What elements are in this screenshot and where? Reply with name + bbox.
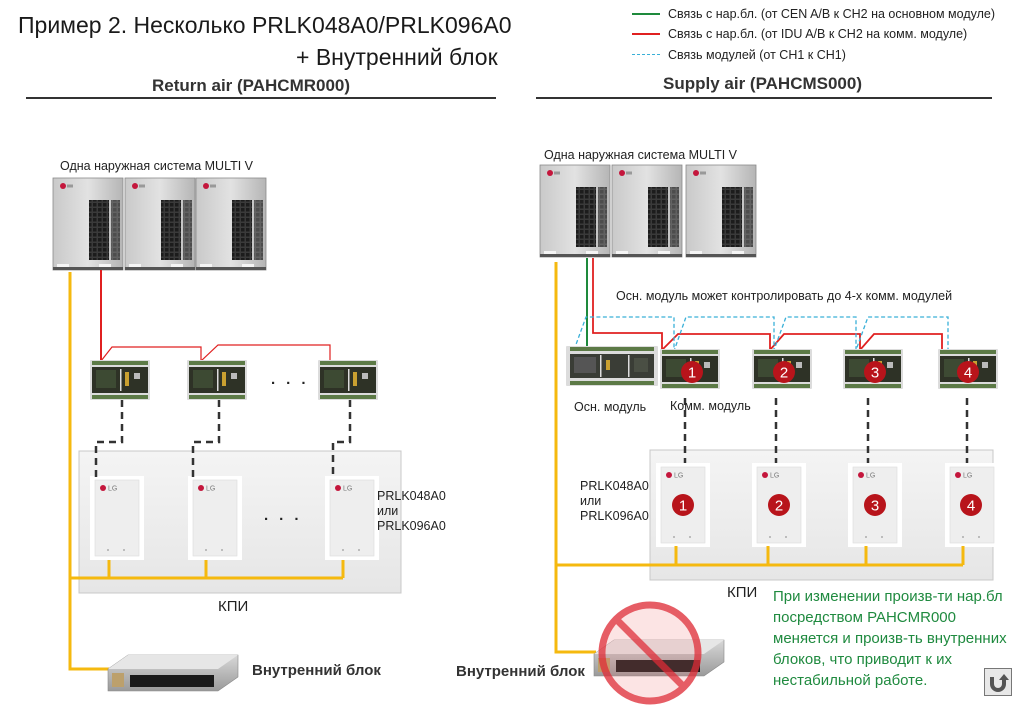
warning-line: меняется и произв-ть внутренних <box>773 630 1007 647</box>
outdoor-unit-right-1 <box>539 164 611 258</box>
page-title: Пример 2. Несколько PRLK048A0/PRLK096A0 <box>18 12 512 38</box>
comm-module-badge-4: 4 <box>957 361 979 383</box>
legend-item-green: Связь с нар.бл. (от CEN A/B к CH2 на осн… <box>632 4 995 23</box>
model-name: PRLK096A0 <box>580 509 649 523</box>
red-line-swatch <box>632 32 660 35</box>
return-button[interactable] <box>984 668 1012 696</box>
kpi-label-left: КПИ <box>218 598 249 615</box>
red-signal-line-right <box>592 258 943 353</box>
dashed-link-left <box>94 400 352 478</box>
badge-number: 2 <box>780 365 788 382</box>
kpi-unit-left-2 <box>187 475 243 561</box>
model-label-right: PRLK048A0 или PRLK096A0 <box>580 479 649 524</box>
indoor-unit-label-left: Внутренний блок <box>252 662 381 679</box>
model-name: PRLK048A0 <box>580 479 649 493</box>
outdoor-unit-left-2 <box>124 177 196 271</box>
return-air-title: Return air (PAHCMR000) <box>152 76 351 95</box>
power-line-right <box>554 262 965 654</box>
cyan-dashed-swatch <box>632 54 660 55</box>
green-line-swatch <box>632 12 660 15</box>
prohibited-icon <box>598 601 702 705</box>
legend-item-red: Связь с нар.бл. (от IDU A/B к CH2 на ком… <box>632 23 995 44</box>
kpi-unit-left-3 <box>324 475 380 561</box>
outdoor-unit-right-2 <box>611 164 683 258</box>
comm-module-badge-2: 2 <box>773 361 795 383</box>
kpi-label-right: КПИ <box>727 584 758 601</box>
indoor-unit-left <box>107 654 239 692</box>
model-name: PRLK096A0 <box>377 519 446 533</box>
comm-module-badge-1: 1 <box>681 361 703 383</box>
kpi-unit-badge-4: 4 <box>960 494 982 516</box>
warning-line: посредством PAHCMR000 <box>773 609 956 626</box>
return-air-divider <box>26 97 496 99</box>
badge-number: 1 <box>679 498 687 515</box>
main-module <box>566 346 658 386</box>
main-module-label: Осн. модуль <box>574 400 647 414</box>
ellipsis-modules-left: · · · <box>271 375 310 392</box>
badge-number: 1 <box>688 365 696 382</box>
supply-air-title: Supply air (PAHCMS000) <box>663 74 863 93</box>
kpi-unit-badge-1: 1 <box>672 494 694 516</box>
red-signal-chain-left <box>100 344 331 363</box>
supply-air-divider <box>536 97 992 99</box>
badge-number: 4 <box>967 498 975 515</box>
control-module-left-1 <box>90 360 150 400</box>
outdoor-unit-left-3 <box>195 177 267 271</box>
warning-line: При изменении произв-ти нар.бл <box>773 588 1003 605</box>
legend-label: Связь модулей (от CH1 к CH1) <box>668 47 846 62</box>
model-or: или <box>580 494 602 508</box>
warning-line: блоков, что приводит к их <box>773 651 953 668</box>
outdoor-unit-right-3 <box>685 164 757 258</box>
badge-number: 3 <box>871 498 879 515</box>
legend-label: Связь с нар.бл. (от IDU A/B к CH2 на ком… <box>668 26 968 41</box>
comm-module-label: Комм. модуль <box>670 399 751 413</box>
warning-text: При изменении произв-ти нар.бл посредств… <box>773 586 1007 691</box>
kpi-unit-badge-2: 2 <box>768 494 790 516</box>
kpi-unit-badge-3: 3 <box>864 494 886 516</box>
page-subtitle: + Внутренний блок <box>296 44 498 70</box>
legend-label: Связь с нар.бл. (от CEN A/B к CH2 на осн… <box>668 6 996 21</box>
ellipsis-kpi-left: · · · <box>264 511 303 528</box>
model-label-left: PRLK048A0 или PRLK096A0 <box>377 489 446 534</box>
control-note: Осн. модуль может контролировать до 4-х … <box>616 289 953 303</box>
legend: Связь с нар.бл. (от CEN A/B к CH2 на осн… <box>632 4 995 65</box>
warning-line: нестабильной работе. <box>773 672 928 689</box>
outdoor-system-label-right: Одна наружная система MULTI V <box>544 148 738 162</box>
badge-number: 3 <box>871 365 879 382</box>
legend-item-cyan: Связь модулей (от CH1 к CH1) <box>632 44 995 65</box>
control-module-left-3 <box>318 360 378 400</box>
return-arrow-icon <box>990 674 1009 692</box>
control-module-left-2 <box>187 360 247 400</box>
outdoor-system-label-left: Одна наружная система MULTI V <box>60 159 254 173</box>
badge-number: 2 <box>775 498 783 515</box>
indoor-unit-label-right: Внутренний блок <box>456 663 585 680</box>
dashed-link-right <box>683 398 969 463</box>
kpi-unit-left-1 <box>89 475 145 561</box>
model-or: или <box>377 504 399 518</box>
comm-module-badge-3: 3 <box>864 361 886 383</box>
model-name: PRLK048A0 <box>377 489 446 503</box>
badge-number: 4 <box>964 365 972 382</box>
power-line-left <box>68 272 345 671</box>
outdoor-unit-left-1 <box>52 177 124 271</box>
